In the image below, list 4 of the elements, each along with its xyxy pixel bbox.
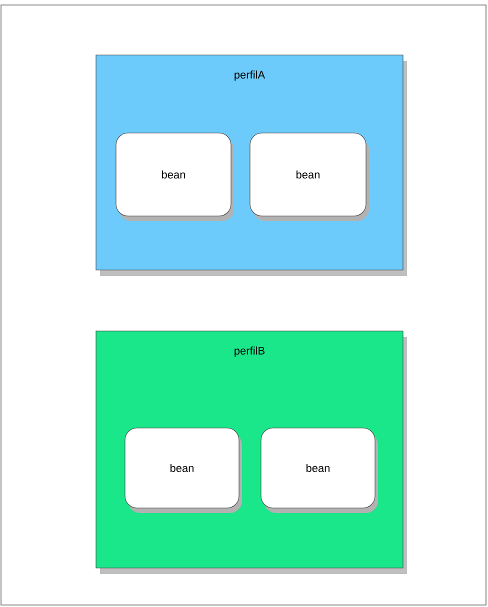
bean-box: bean	[260, 428, 378, 513]
bean-box: bean	[124, 428, 242, 513]
bean-box: bean	[116, 132, 234, 221]
bean-box: bean	[250, 132, 369, 221]
